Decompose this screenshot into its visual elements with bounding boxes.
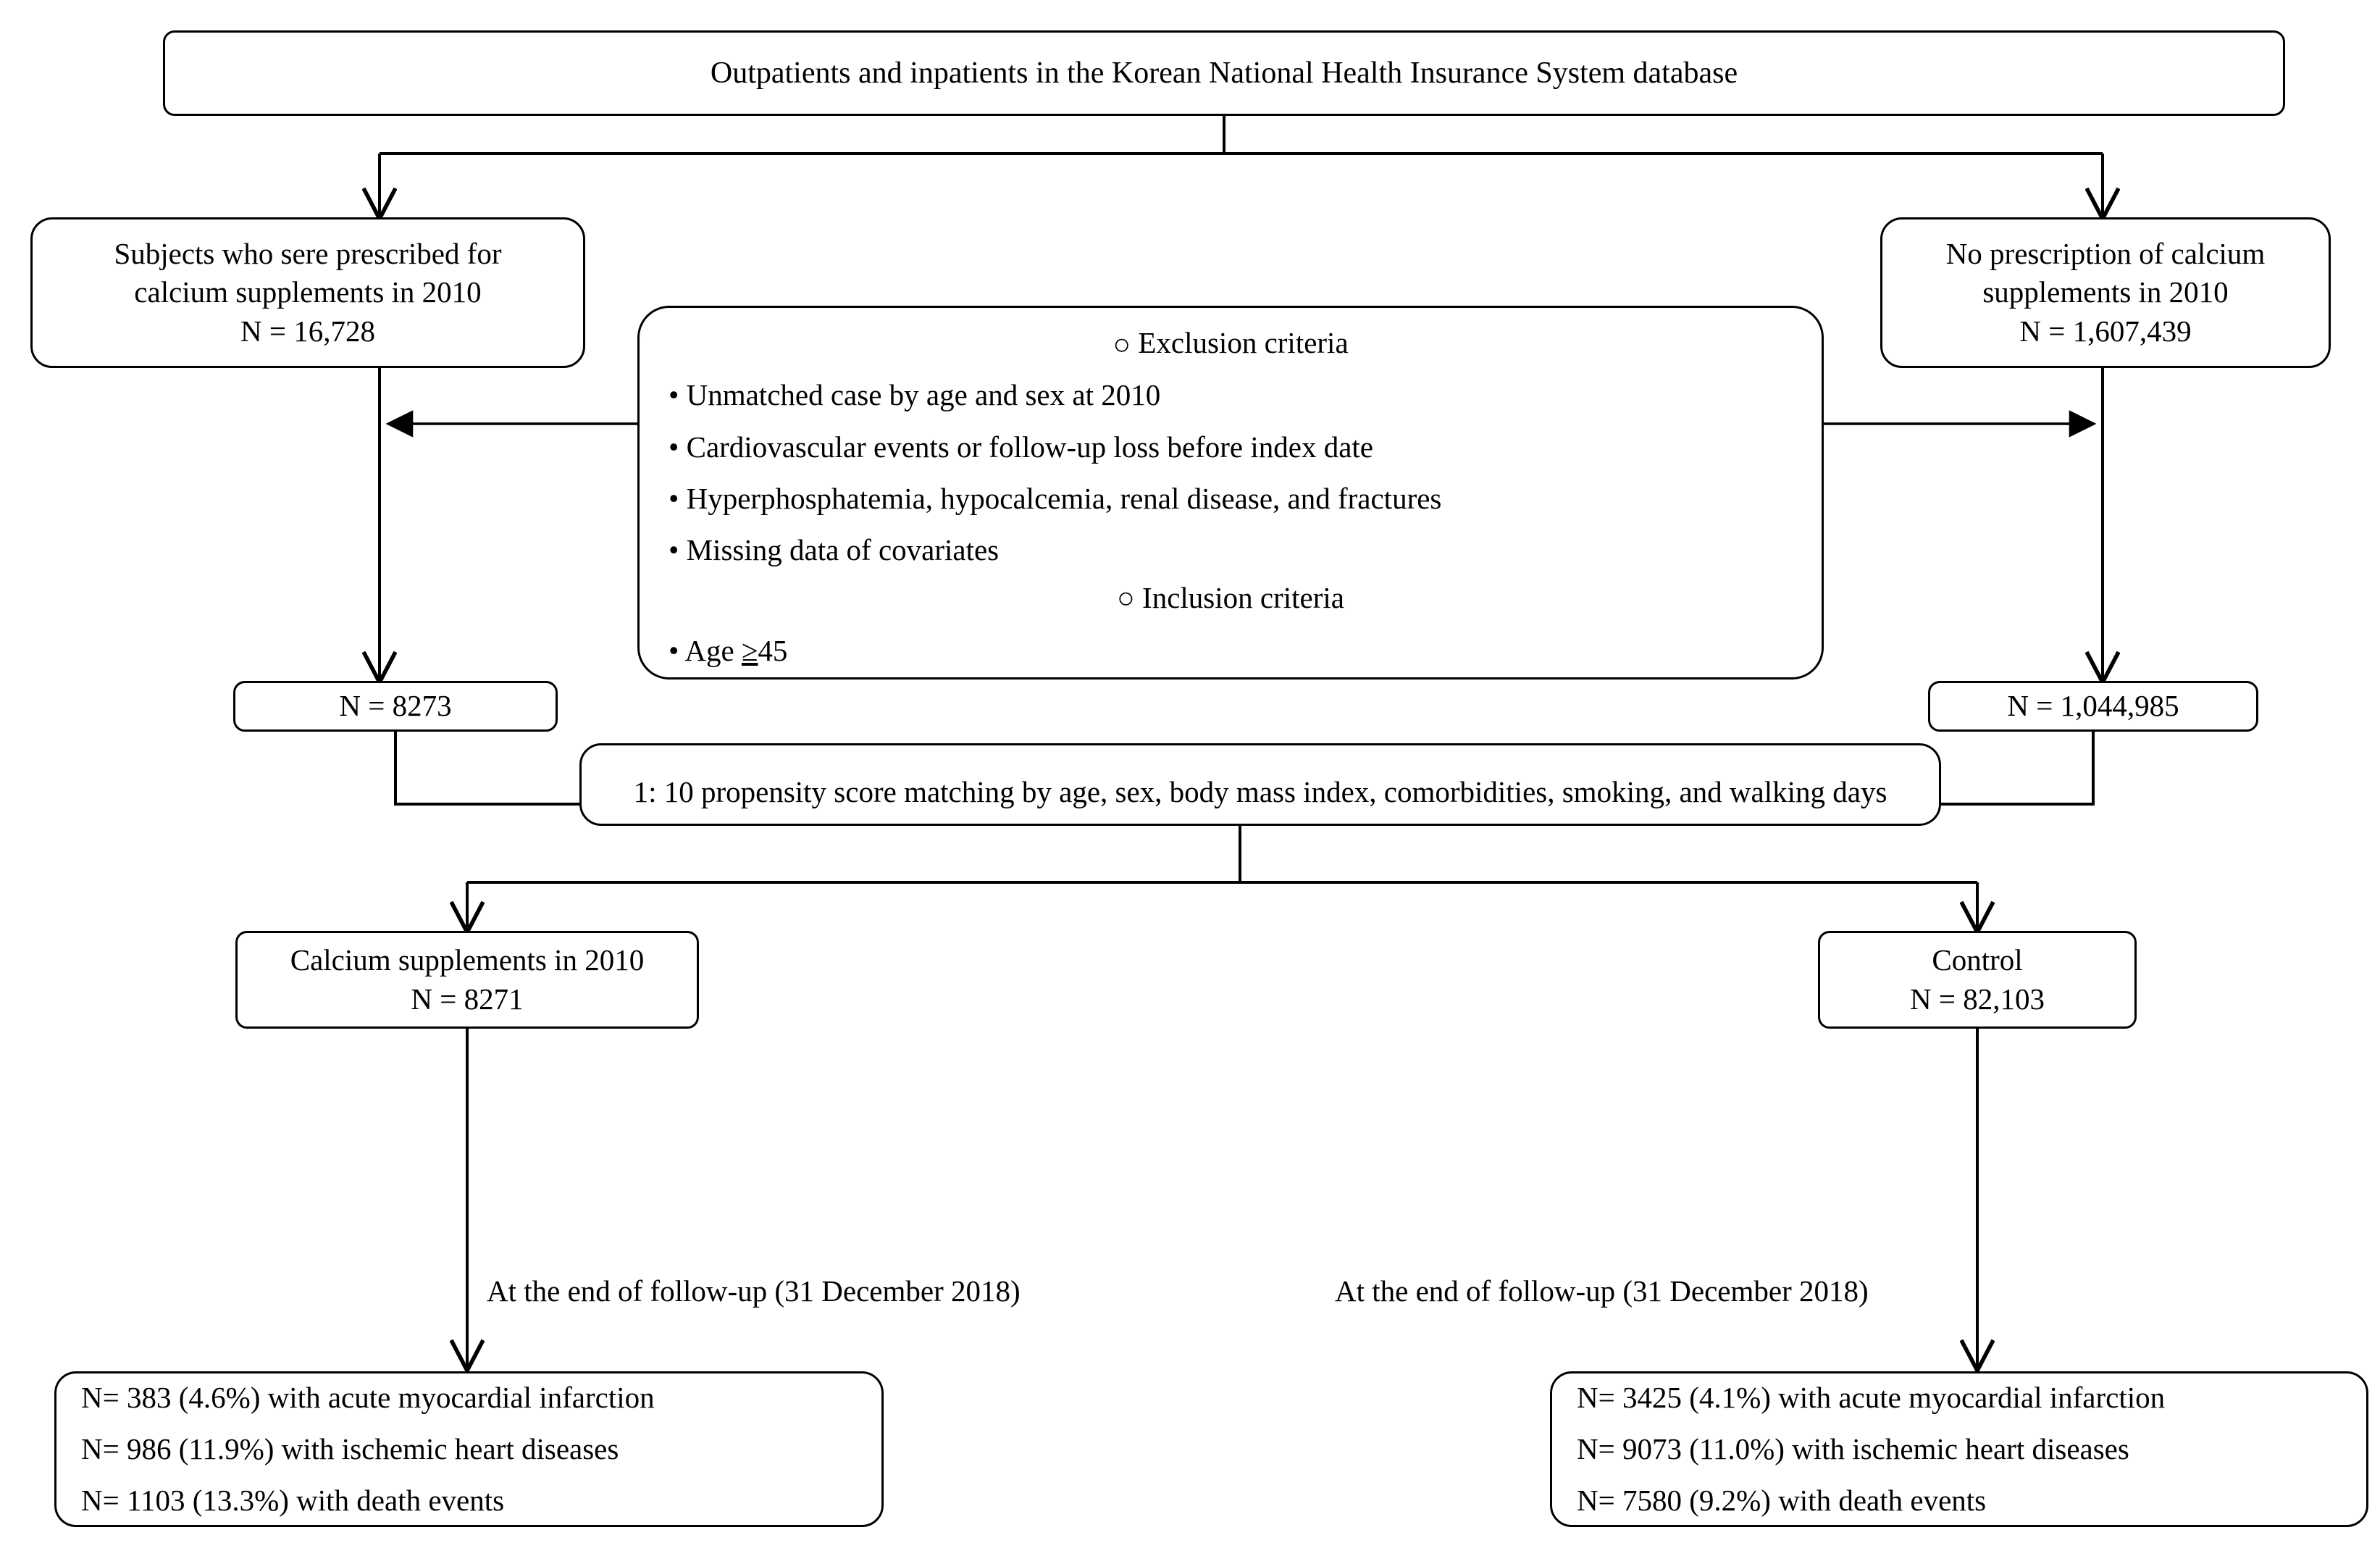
control-outcome-line: N= 3425 (4.1%) with acute myocardial inf…	[1577, 1380, 2166, 1414]
unexposed-cohort-box: No prescription of calcium supplements i…	[1880, 217, 2331, 368]
propensity-matching-label: 1: 10 propensity score matching by age, …	[633, 775, 1887, 808]
unexposed-after-count: N = 1,044,985	[2007, 689, 2179, 723]
control-group-count: N = 82,103	[1910, 982, 2045, 1016]
unexposed-after-exclusion-box: N = 1,044,985	[1928, 681, 2258, 732]
inclusion-item: • Age ≥45	[669, 632, 1793, 670]
source-database-box: Outpatients and inpatients in the Korean…	[163, 30, 2285, 116]
inclusion-item-text: • Age ≥45	[669, 633, 788, 667]
treatment-outcome-line: N= 383 (4.6%) with acute myocardial infa…	[81, 1380, 655, 1414]
exposed-after-count: N = 8273	[339, 689, 452, 723]
followup-caption-left: At the end of follow-up (31 December 201…	[487, 1274, 1021, 1308]
circle-outline-icon: ○	[1113, 327, 1131, 361]
treatment-outcome-line: N= 986 (11.9%) with ischemic heart disea…	[81, 1431, 619, 1465]
control-group-box: Control N = 82,103	[1818, 931, 2137, 1029]
exclusion-item: • Missing data of covariates	[669, 533, 1000, 567]
wire-n1044985-to-psm	[1941, 732, 2095, 806]
propensity-matching-box: 1: 10 propensity score matching by age, …	[579, 743, 1941, 826]
exclusion-item: • Hyperphosphatemia, hypocalcemia, renal…	[669, 481, 1442, 515]
control-group-label: Control	[1932, 943, 2023, 977]
inclusion-criteria-title: Inclusion criteria	[1142, 581, 1344, 615]
unexposed-line-1: No prescription of calcium	[1945, 237, 2266, 271]
exclusion-criteria-title: Exclusion criteria	[1138, 326, 1349, 359]
control-outcomes-box: N= 3425 (4.1%) with acute myocardial inf…	[1550, 1371, 2368, 1527]
treatment-group-label: Calcium supplements in 2010	[290, 943, 645, 977]
exclusion-criteria-header: ○ Exclusion criteria	[669, 324, 1793, 364]
source-label: Outpatients and inpatients in the Korean…	[710, 56, 1738, 90]
exposed-cohort-box: Subjects who sere prescribed for calcium…	[30, 217, 585, 368]
treatment-group-count: N = 8271	[411, 982, 524, 1016]
exposed-count: N = 16,728	[240, 314, 375, 348]
exposed-line-1: Subjects who sere prescribed for	[114, 237, 502, 271]
exclusion-item: • Cardiovascular events or follow-up los…	[669, 430, 1374, 464]
treatment-outcomes-box: N= 383 (4.6%) with acute myocardial infa…	[54, 1371, 884, 1527]
exclusion-item: • Unmatched case by age and sex at 2010	[669, 378, 1161, 412]
exposed-after-exclusion-box: N = 8273	[233, 681, 558, 732]
control-outcome-line: N= 7580 (9.2%) with death events	[1577, 1484, 1987, 1518]
followup-caption-right: At the end of follow-up (31 December 201…	[1335, 1274, 1869, 1308]
unexposed-count: N = 1,607,439	[2019, 314, 2192, 348]
exposed-line-2: calcium supplements in 2010	[134, 275, 482, 309]
unexposed-line-2: supplements in 2010	[1982, 275, 2229, 309]
treatment-outcome-line: N= 1103 (13.3%) with death events	[81, 1484, 505, 1518]
wire-n8273-to-psm	[394, 732, 579, 806]
control-outcome-line: N= 9073 (11.0%) with ischemic heart dise…	[1577, 1431, 2129, 1465]
inclusion-criteria-header: ○ Inclusion criteria	[669, 579, 1793, 617]
treatment-group-box: Calcium supplements in 2010 N = 8271	[235, 931, 699, 1029]
criteria-box: ○ Exclusion criteria • Unmatched case by…	[637, 306, 1824, 679]
circle-outline-icon: ○	[1117, 581, 1135, 615]
